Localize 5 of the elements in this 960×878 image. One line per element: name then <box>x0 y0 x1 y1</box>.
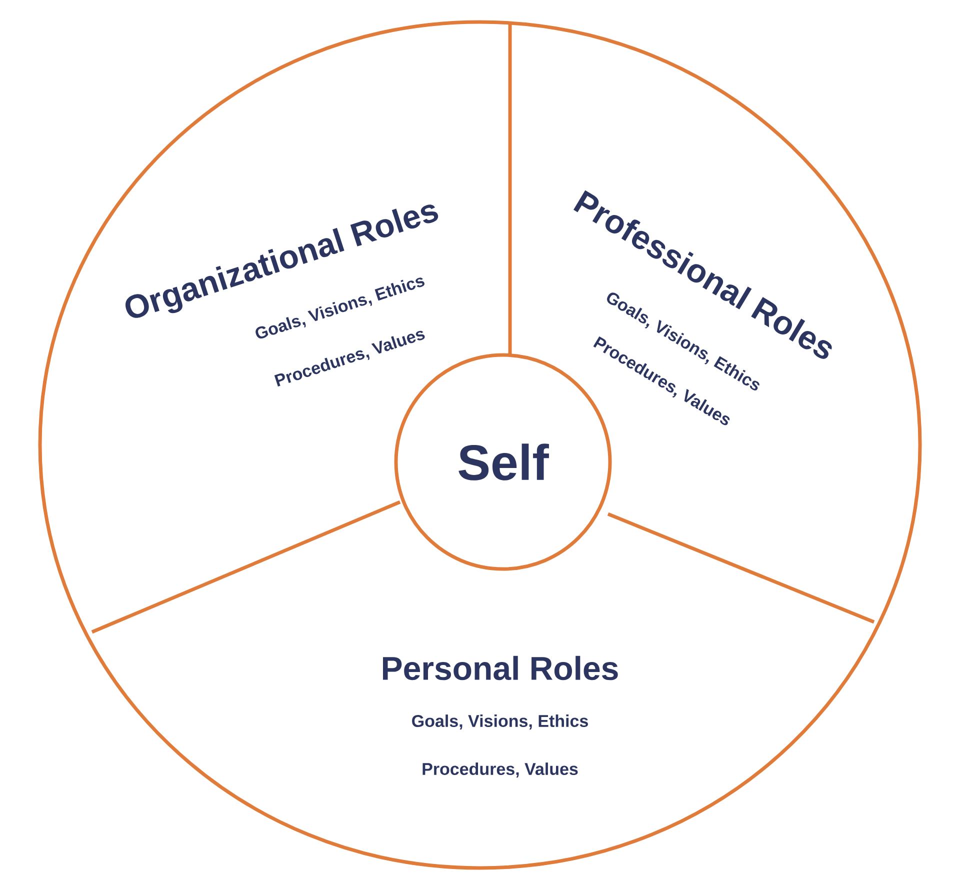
sector-text: Procedures, Values <box>422 762 578 778</box>
sector-text: Goals, Visions, Ethics <box>412 714 588 730</box>
sector-heading: Personal Roles <box>383 656 618 680</box>
center-label: Self <box>458 444 549 480</box>
outer-circle <box>38 20 922 870</box>
